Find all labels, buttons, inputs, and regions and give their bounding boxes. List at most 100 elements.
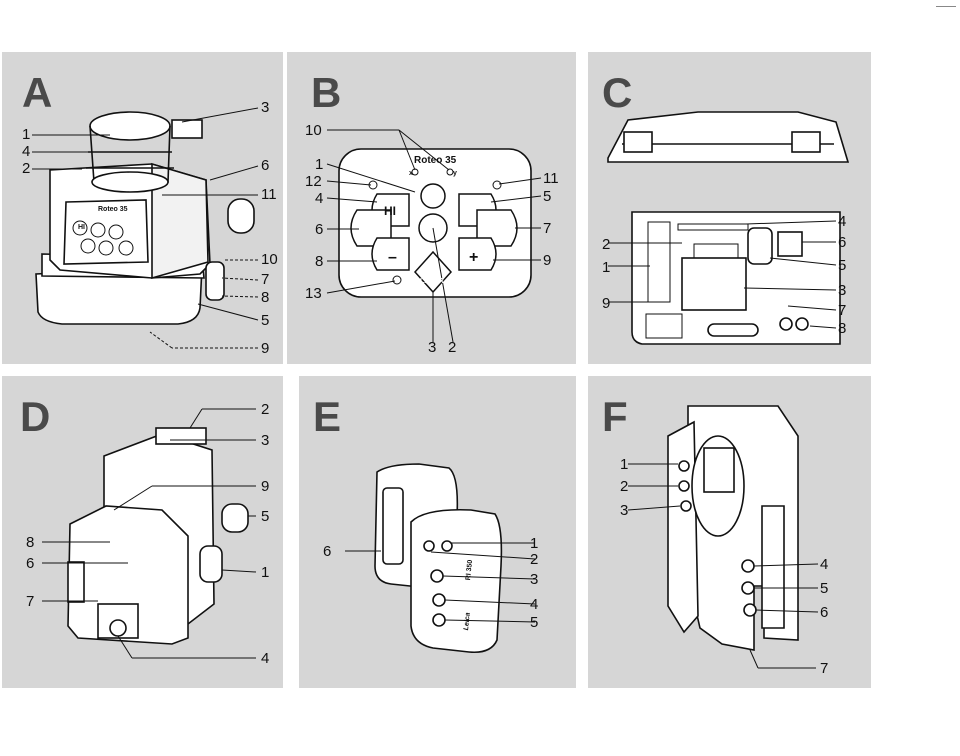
callout-label: 2	[448, 339, 457, 356]
panel-e: E RI 350 Leica 6 1 2 3 4 5	[299, 376, 576, 688]
case-handle	[707, 323, 759, 337]
plus-button	[458, 237, 497, 271]
callout-label: 8	[26, 534, 35, 551]
holder-left-arm	[667, 420, 699, 634]
case-lid	[607, 111, 850, 163]
page-corner-rule	[936, 6, 956, 7]
lid-latch-right	[791, 131, 821, 153]
callout-label: 3	[838, 282, 847, 299]
rotate-right-button	[476, 209, 518, 247]
axis-button	[420, 183, 446, 209]
receiver-compartment	[747, 227, 773, 265]
battery-latch	[67, 561, 85, 603]
panel-b: HI – + B Roteo 35 x y ON LASER 10 1 12 4…	[287, 52, 576, 364]
callout-label: 6	[315, 221, 324, 238]
panel-letter: C	[602, 69, 633, 116]
callout-label: 9	[543, 252, 552, 269]
panel-a: A Roteo 35 HI 1 4 2 3 6 11 10 7 8 5 9	[2, 52, 283, 364]
panel-letter: E	[313, 393, 342, 440]
callout-label: 9	[261, 478, 270, 495]
callout-label: 3	[261, 432, 270, 449]
panel-d: D 2 3 9 5 8 6 1 7 4	[2, 376, 283, 688]
callout-label: 4	[261, 650, 270, 667]
device-hi-text: HI	[78, 224, 85, 231]
callout-label: 5	[543, 188, 552, 205]
minus-button	[371, 237, 410, 271]
callout-label: 12	[305, 173, 322, 190]
callout-label: 4	[820, 556, 829, 573]
callout-label: 7	[543, 220, 552, 237]
callout-label: 6	[820, 604, 829, 621]
callout-label: 10	[261, 251, 278, 268]
callout-label: 6	[323, 543, 332, 560]
callout-label: 3	[261, 99, 270, 116]
callout-label: 4	[530, 596, 539, 613]
callout-label: 4	[315, 190, 324, 207]
callout-label: 6	[838, 234, 847, 251]
callout-label: 1	[22, 126, 31, 143]
callout-label: 11	[261, 186, 277, 203]
keypad-illustration: HI – +	[326, 129, 542, 343]
callout-label: 2	[261, 401, 270, 418]
minus-glyph: –	[388, 249, 397, 266]
callout-label: 8	[315, 253, 324, 270]
axis-y-text: y	[453, 170, 457, 177]
callout-label: 2	[602, 236, 611, 253]
knob-right	[221, 503, 249, 533]
callout-label: 9	[261, 340, 270, 357]
callout-label: 2	[530, 551, 539, 568]
receiver-ri350-illustration	[345, 463, 536, 654]
callout-label: 8	[838, 320, 847, 337]
callout-label: 13	[305, 285, 322, 302]
callout-label: 5	[838, 257, 847, 274]
callout-label: 1	[261, 564, 270, 581]
panel-f: F 1 2 3 4 5 6 7	[588, 376, 871, 688]
side-knob	[227, 198, 255, 234]
battery-b	[795, 317, 809, 331]
knob-lower	[199, 545, 223, 583]
laser-rear-illustration	[42, 408, 257, 659]
on-text: ON	[428, 269, 439, 276]
carry-case-illustration	[607, 111, 850, 345]
axis-x-text: x	[409, 170, 413, 177]
callout-label: 7	[820, 660, 829, 677]
rotating-laser-illustration	[32, 107, 259, 349]
receiver-front	[410, 508, 503, 654]
callout-label: 3	[530, 571, 539, 588]
hi-glyph: HI	[384, 204, 396, 218]
callout-label: 2	[22, 160, 31, 177]
bubble-vial	[171, 119, 203, 139]
holder-compartment	[777, 231, 803, 257]
laser-head-top	[89, 111, 171, 141]
keypad-face	[63, 199, 149, 265]
callout-label: 6	[26, 555, 35, 572]
top-vial	[155, 427, 207, 445]
callout-label: 4	[22, 143, 31, 160]
panel-c: C 2 1 9 4 6 5 3 7 8	[588, 52, 871, 364]
callout-label: 11	[543, 170, 559, 187]
panel-letter: A	[22, 69, 53, 116]
callout-label: 7	[26, 593, 35, 610]
laser-text: LASER	[420, 278, 444, 285]
callout-label: 5	[820, 580, 829, 597]
callout-label: 3	[620, 502, 629, 519]
receiver-display	[703, 447, 735, 493]
panel-letter: F	[602, 393, 628, 440]
plus-glyph: +	[469, 249, 478, 266]
callout-label: 1	[602, 259, 611, 276]
callout-label: 5	[530, 614, 539, 631]
callout-label: 7	[261, 271, 270, 288]
holder-clamp	[761, 505, 785, 629]
callout-label: 3	[428, 339, 437, 356]
device-model-text: Roteo 35	[414, 155, 457, 166]
callout-label: 1	[315, 156, 324, 173]
panel-letter: D	[20, 393, 51, 440]
callout-label: 10	[305, 122, 322, 139]
callout-label: 4	[838, 213, 847, 230]
receiver-holder-illustration	[627, 405, 819, 669]
callout-label: 9	[602, 295, 611, 312]
battery-a	[779, 317, 793, 331]
callout-label: 5	[261, 508, 270, 525]
callout-label: 5	[261, 312, 270, 329]
back-panel	[382, 487, 404, 565]
